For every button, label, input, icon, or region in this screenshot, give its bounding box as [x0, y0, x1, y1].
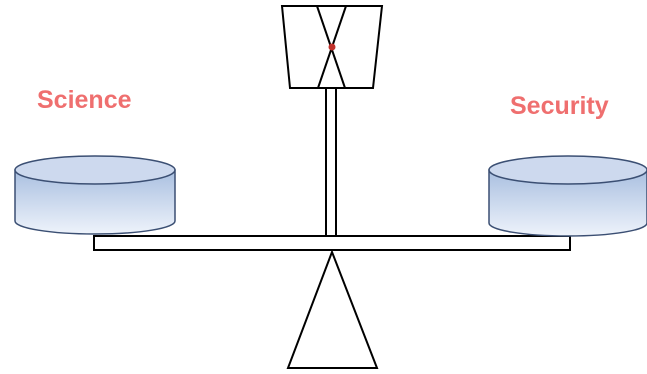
scale-stand — [325, 88, 337, 236]
left-pan — [14, 155, 176, 235]
balance-beam — [93, 235, 571, 251]
fulcrum-triangle — [286, 249, 379, 369]
left-label: Science — [37, 86, 132, 114]
pointer-dot — [328, 43, 336, 51]
right-pan — [488, 155, 647, 237]
indicator-head — [280, 5, 384, 89]
right-label: Security — [510, 92, 609, 120]
